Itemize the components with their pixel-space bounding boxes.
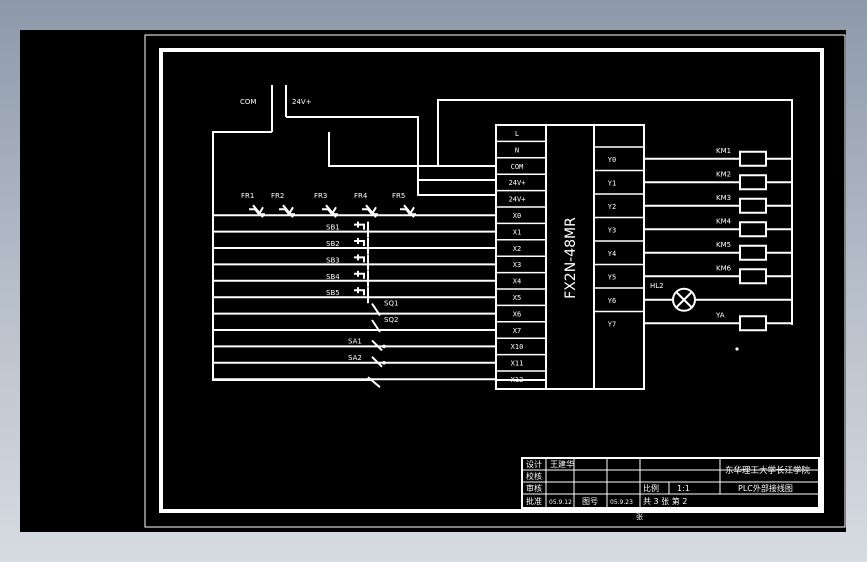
plc-input-label: X2 <box>513 245 521 253</box>
plc-input-label: X11 <box>511 360 524 368</box>
coil-symbol <box>739 174 767 191</box>
coil-label: KM4 <box>716 217 732 225</box>
stray-point <box>735 347 739 351</box>
selector-switch-dot <box>382 361 386 365</box>
lamp-label: HL2 <box>650 282 664 290</box>
plc-input-label: X6 <box>513 310 521 318</box>
plc-input-label: X7 <box>513 327 521 335</box>
thermal-relay-label: FR1 <box>241 192 254 200</box>
tb-scale: 1:1 <box>677 484 690 493</box>
limit-switch-contact <box>371 319 381 333</box>
lamp-cross <box>675 291 693 309</box>
button-label: SB2 <box>326 240 340 248</box>
plc-output-label: Y4 <box>608 250 616 258</box>
thermal-relay-label: FR2 <box>271 192 284 200</box>
plc-input-label: X5 <box>513 294 521 302</box>
coil-symbol <box>739 244 767 261</box>
button-label: SB3 <box>326 256 340 264</box>
plc-output-label: Y3 <box>608 227 616 235</box>
coil-label: YA <box>715 311 725 319</box>
thermal-relay-symbol <box>362 206 377 216</box>
plc-input-label: X12 <box>511 376 524 384</box>
plc-input-label: X3 <box>513 261 521 269</box>
plc-input-label: X0 <box>513 212 521 220</box>
plc-input-label: X1 <box>513 228 521 236</box>
coil-symbol <box>739 268 767 285</box>
tb-footer: 张 <box>636 512 643 521</box>
sheet-border-inner <box>159 48 824 513</box>
thermal-relay-label: FR4 <box>354 192 368 200</box>
coil-symbol <box>739 197 767 214</box>
plc-input-label: COM <box>511 163 524 171</box>
coil-symbol <box>739 150 767 167</box>
selector-switch-label: SA1 <box>348 337 362 345</box>
selector-switch-contact <box>371 339 383 352</box>
selector-switch-label: SA2 <box>348 354 362 362</box>
tb-design-label: 设计 <box>526 459 542 469</box>
tb-review-label: 审核 <box>526 483 542 493</box>
plc-wiring-drawing: COM 24V+ FX2N-48MR LN COM 24V+ 24V+ X0X1X2X3… <box>144 34 846 528</box>
plc-output-label: Y5 <box>608 274 616 282</box>
coil-label: KM5 <box>716 241 731 249</box>
limit-switch-label: SQ2 <box>384 316 398 324</box>
thermal-relay-symbol <box>400 206 415 216</box>
thermal-relay-symbol <box>249 206 264 216</box>
plc-output-label: Y7 <box>608 321 616 329</box>
dc24-label: 24V+ <box>292 98 312 106</box>
lamp-symbol <box>672 287 696 312</box>
plc-model-label: FX2N-48MR <box>563 217 579 299</box>
tb-check-label: 校核 <box>526 471 542 481</box>
tb-school: 东华理工大学长江学院 <box>725 465 811 476</box>
spare-contact <box>367 376 381 388</box>
button-label: SB5 <box>326 289 340 297</box>
plc-input-label: 24V+ <box>509 196 526 204</box>
selector-switch-dot <box>382 344 386 349</box>
coil-label: KM3 <box>716 194 731 202</box>
input-circuit: FR1 FR2 FR3 FR4 FR5SB1SB2SB3SB4SB5SQ1SQ2SA1S… <box>213 192 496 388</box>
plc-input-label: 24V+ <box>509 179 526 187</box>
plc-input-label: L <box>515 130 519 138</box>
thermal-relay-symbol <box>322 206 337 216</box>
plc-output-label: Y1 <box>608 180 616 188</box>
plc-output-label: Y2 <box>608 203 616 211</box>
tb-sheets: 共 3 张 第 2 <box>643 496 687 506</box>
sheet-border-outer <box>144 34 846 528</box>
tb-approve-label: 批准 <box>526 496 542 506</box>
plc-input-label: N <box>515 146 519 154</box>
tb-drawing-no-label: 图号 <box>582 497 598 506</box>
thermal-relay-label: FR3 <box>314 192 327 200</box>
tb-scale-label: 比例 <box>643 483 659 493</box>
tb-designer: 王建华 <box>550 459 574 469</box>
selector-switch-contact <box>371 356 383 368</box>
thermal-relay-label: FR5 <box>392 192 405 200</box>
plc-output-label: Y0 <box>608 156 616 164</box>
plc-input-label: X4 <box>513 278 521 286</box>
coil-symbol <box>739 221 767 238</box>
tb-title: PLC外部接线图 <box>738 483 793 493</box>
coil-label: KM2 <box>716 170 731 178</box>
plc-output-label: Y6 <box>608 297 616 305</box>
plc-input-label: X10 <box>511 343 524 351</box>
plc-unit: FX2N-48MR LN COM 24V+ 24V+ X0X1X2X3X4X5X6X7X… <box>495 124 645 390</box>
title-block: 设计 王建华 校核 审核 批准 05.9.12 图号 05.9.23 比例 1:… <box>521 457 820 521</box>
thermal-relay-symbol <box>279 206 294 216</box>
tb-drawing-no: 05.9.23 <box>610 499 633 506</box>
coil-label: KM6 <box>716 264 732 272</box>
com-label: COM <box>240 98 256 106</box>
limit-switch-contact <box>371 303 381 317</box>
coil-symbol <box>739 315 767 332</box>
tb-approve-date: 05.9.12 <box>549 499 572 506</box>
limit-switch-label: SQ1 <box>384 300 398 308</box>
button-label: SB1 <box>326 224 340 232</box>
coil-label: KM1 <box>716 147 731 155</box>
button-label: SB4 <box>326 273 340 281</box>
